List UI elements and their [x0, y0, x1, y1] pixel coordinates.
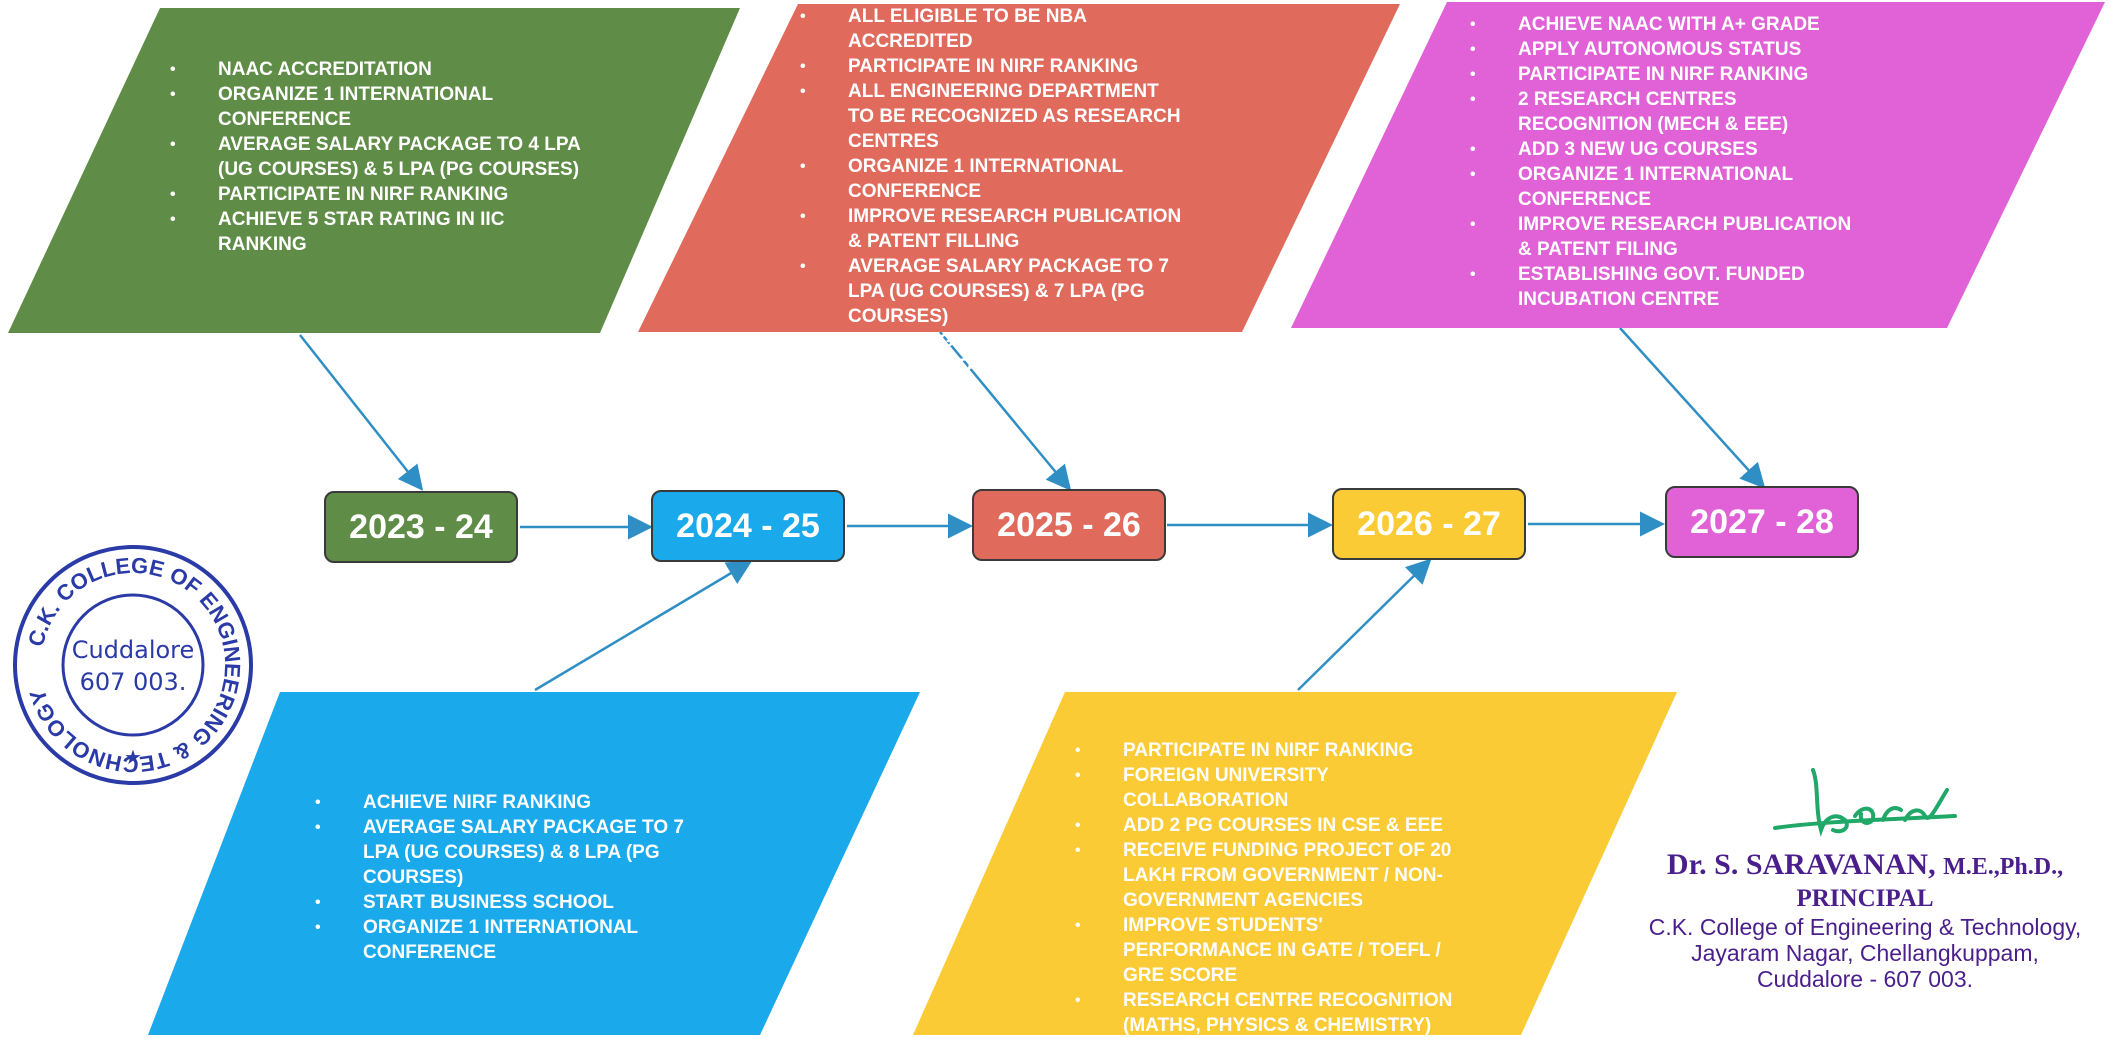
year-box-2026-27: 2026 - 27 [1332, 488, 1526, 560]
goal-item: PARTICIPATE IN NIRF RANKING [170, 182, 590, 207]
connector-2024-25 [534, 560, 753, 692]
goal-item: ADD 3 NEW UG COURSES [1470, 137, 1870, 162]
year-box-2023-24: 2023 - 24 [324, 491, 518, 563]
year-box-2025-26: 2025 - 26 [972, 489, 1166, 561]
goal-item: AVERAGE SALARY PACKAGE TO 4 LPA (UG COUR… [170, 132, 590, 182]
goal-item: FOREIGN UNIVERSITY COLLABORATION [1075, 763, 1475, 813]
goal-item: APPLY AUTONOMOUS STATUS [1470, 37, 1870, 62]
goal-item: IMPROVE RESEARCH PUBLICATION & PATENT FI… [1470, 212, 1870, 262]
year-box-2027-28: 2027 - 28 [1665, 486, 1859, 558]
goal-item: ACHIEVING AUTONOMOUS STATUS [800, 329, 1190, 354]
goal-item: 2 RESEARCH CENTRES RECOGNITION (MECH & E… [1470, 87, 1870, 137]
goal-item: ACHIEVE NIRF RANKING [315, 790, 715, 815]
goal-item: ORGANIZE 1 INTERNATIONAL CONFERENCE [170, 82, 590, 132]
goal-item: PARTICIPATE IN NIRF RANKING [800, 54, 1190, 79]
goal-item: PARTICIPATE IN NIRF RANKING [1075, 738, 1475, 763]
goals-panel-2024-25: ACHIEVE NIRF RANKINGAVERAGE SALARY PACKA… [140, 690, 930, 1037]
goals-panel-2026-27: PARTICIPATE IN NIRF RANKINGFOREIGN UNIVE… [905, 690, 1685, 1037]
principal-title: PRINCIPAL [1796, 885, 1934, 912]
goal-item: ADD 2 PG COURSES IN CSE & EEE [1075, 813, 1475, 838]
goals-list-2027-28: ACHIEVE NAAC WITH A+ GRADEAPPLY AUTONOMO… [1470, 12, 1870, 312]
connector-2026-27 [1297, 558, 1432, 691]
principal-degrees: M.E.,Ph.D., [1943, 854, 2064, 880]
goal-item: IMPROVE STUDENTS' PERFORMANCE IN GATE / … [1075, 913, 1475, 988]
goal-item: ORGANIZE 1 INTERNATIONAL CONFERENCE [1470, 162, 1870, 212]
goal-item: PARTICIPATE IN NIRF RANKING [1470, 62, 1870, 87]
goal-item: ORGANIZE 1 INTERNATIONAL CONFERENCE [315, 915, 715, 965]
goals-panel-2023-24: NAAC ACCREDITATIONORGANIZE 1 INTERNATION… [0, 0, 750, 340]
college-address-line3: Cuddalore - 607 003. [1756, 966, 1974, 992]
goals-list-2024-25: ACHIEVE NIRF RANKINGAVERAGE SALARY PACKA… [315, 790, 715, 965]
goals-panel-2025-26: ALL ELIGIBLE TO BE NBA ACCREDITEDPARTICI… [630, 0, 1410, 379]
goal-item: NAAC ACCREDITATION [170, 57, 590, 82]
goals-list-2023-24: NAAC ACCREDITATIONORGANIZE 1 INTERNATION… [170, 57, 590, 257]
goal-item: ALL ELIGIBLE TO BE NBA ACCREDITED [800, 4, 1190, 54]
principal-name: Dr. S. SARAVANAN, [1666, 848, 1936, 881]
goal-item: IMPROVE RESEARCH PUBLICATION & PATENT FI… [800, 204, 1190, 254]
svg-text:C.K. COLLEGE OF ENGINEERING &: C.K. COLLEGE OF ENGINEERING & TECHNOLOGY [23, 553, 245, 777]
goal-item: AVERAGE SALARY PACKAGE TO 7 LPA (UG COUR… [800, 254, 1190, 329]
seal-center-line2: 607 003. [80, 668, 187, 696]
year-box-2024-25: 2024 - 25 [651, 490, 845, 562]
handwritten-signature [1773, 768, 1957, 837]
goal-item: ORGANIZE 1 INTERNATIONAL CONFERENCE [800, 154, 1190, 204]
goal-item: RECEIVE FUNDING PROJECT OF 20 LAKH FROM … [1075, 838, 1475, 913]
goal-item: ALL ENGINEERING DEPARTMENT TO BE RECOGNI… [800, 79, 1190, 154]
principal-name-line: Dr. S. SARAVANAN, M.E.,Ph.D., [1620, 848, 2110, 884]
goals-list-2026-27: PARTICIPATE IN NIRF RANKINGFOREIGN UNIVE… [1075, 738, 1475, 1038]
connector-2023-24 [299, 334, 424, 491]
goal-item: START BUSINESS SCHOOL [315, 890, 715, 915]
goal-item: AVERAGE SALARY PACKAGE TO 7 LPA (UG COUR… [315, 815, 715, 890]
goals-list-2025-26: ALL ELIGIBLE TO BE NBA ACCREDITEDPARTICI… [800, 4, 1190, 379]
goals-panel-2027-28: ACHIEVE NAAC WITH A+ GRADEAPPLY AUTONOMO… [1285, 0, 2111, 340]
goal-item: ACHIEVE 5 STAR RATING IN IIC RANKING [170, 207, 590, 257]
connector-2027-28 [1619, 327, 1766, 489]
goal-item: ESTABLISHING GOVT. FUNDED INCUBATION CEN… [1470, 262, 1870, 312]
seal-center-line1: Cuddalore [72, 636, 195, 664]
college-address-line1: C.K. College of Engineering & Technology… [1648, 914, 2082, 940]
goal-item: RESEARCH CENTRE RECOGNITION (MATHS, PHYS… [1075, 988, 1475, 1038]
seal-star-icon: ★ [124, 747, 142, 769]
college-seal: C.K. COLLEGE OF ENGINEERING & TECHNOLOGY… [13, 545, 253, 785]
seal-ring-text: C.K. COLLEGE OF ENGINEERING & TECHNOLOGY [23, 553, 245, 777]
principal-signature-block: Dr. S. SARAVANAN, M.E.,Ph.D., PRINCIPAL … [1620, 750, 2110, 992]
goal-item: ACHIEVE NAAC WITH A+ GRADE [1470, 12, 1870, 37]
college-address-line2: Jayaram Nagar, Chellangkuppam, [1691, 940, 2039, 966]
goal-item: STUDENT START-UP [800, 354, 1190, 379]
